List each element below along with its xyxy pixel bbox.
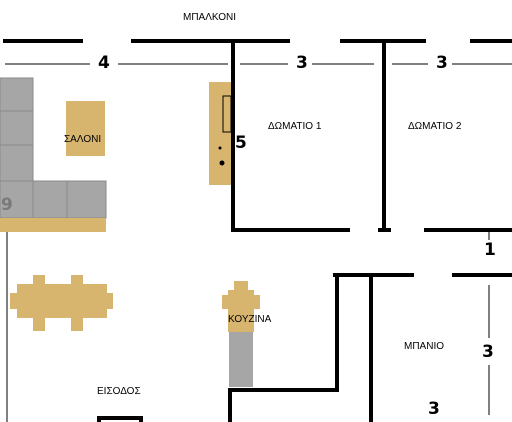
dimension-balcony-left: 4: [98, 53, 110, 73]
room-label-kitchen: ΚΟΥΖΙΝΑ: [228, 314, 272, 325]
dimension-corridor: 1: [484, 240, 496, 260]
room-label-living: ΣΑΛΟΝΙ: [64, 134, 102, 145]
dimension-wardrobe: 5: [235, 133, 247, 153]
sofa-base: [0, 218, 106, 232]
room-label-bedroom-2: ΔΩΜΑΤΙΟ 2: [408, 121, 462, 132]
room-label-bathroom: ΜΠΑΝΙΟ: [404, 341, 444, 352]
dimension-balcony-right: 3: [436, 53, 448, 73]
interior-walls: [97, 41, 512, 422]
coffee-table: [66, 101, 105, 156]
room-label-bedroom-1: ΔΩΜΑΤΙΟ 1: [268, 121, 322, 132]
dimension-sofa: 9: [1, 195, 13, 215]
dimension-balcony-mid: 3: [296, 53, 308, 73]
dimension-bath-height: 3: [482, 342, 494, 362]
room-label-balcony: ΜΠΑΛΚΟΝΙ: [183, 12, 237, 23]
room-label-entrance: ΕΙΣΟΔΟΣ: [97, 386, 141, 397]
wardrobe: [209, 82, 232, 185]
dining-table: [10, 275, 113, 331]
kitchen-counter: [222, 281, 260, 387]
dimension-bath-width: 3: [428, 399, 440, 419]
